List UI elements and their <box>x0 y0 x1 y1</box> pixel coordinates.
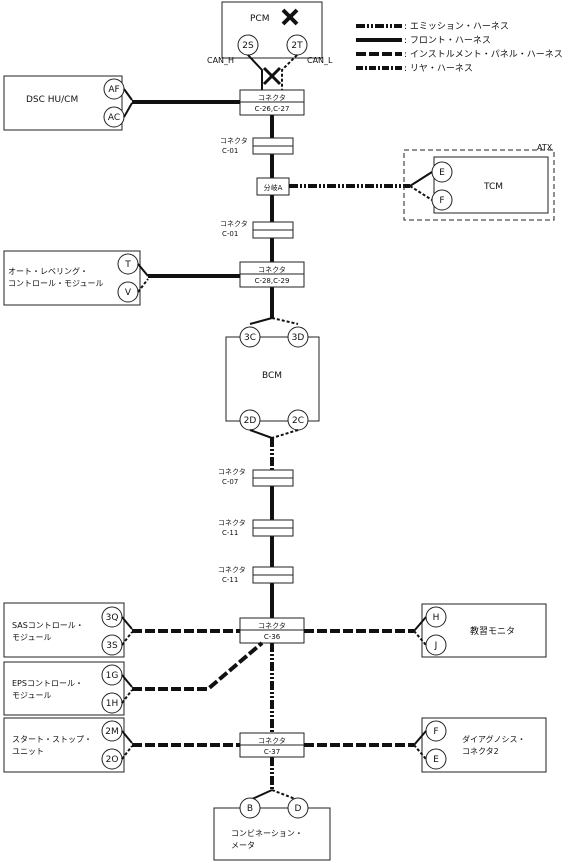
dlc-pin-e-label: E <box>433 755 439 765</box>
dsc-hu-cm-label: DSC HU/CM <box>26 95 78 105</box>
pcm-pin-2t-label: 2T <box>291 41 303 51</box>
bcm-pin-2d-label: 2D <box>244 416 257 426</box>
pcm-pin-2s-label: 2S <box>242 41 254 51</box>
connector-c07-title: コネクタ <box>218 467 246 476</box>
dlc-pin-e <box>425 748 447 770</box>
sas-label-line2: モジュール <box>12 633 51 642</box>
dsc-pin-af-label: AF <box>108 85 119 95</box>
pcm-open-circuit-x-icon <box>262 66 282 86</box>
legend: : エミッション・ハーネス : フロント・ハーネス : インストルメント・パネル… <box>356 21 563 74</box>
meter-pin-d-label: D <box>295 804 302 814</box>
eps-wire <box>132 641 264 691</box>
education-monitor-label: 教習モニタ <box>470 625 515 637</box>
connector-c01b-code: C-01 <box>222 230 238 238</box>
dlc-pin-f-label: F <box>433 727 438 737</box>
auto-leveling-pin-t-label: T <box>124 260 131 270</box>
bcm-pin-3c <box>239 326 261 348</box>
meter-label-line1: コンビネーション・ <box>231 829 303 838</box>
connector-c28-title: コネクタ <box>258 265 286 274</box>
auto-leveling-module-box <box>3 250 141 306</box>
connector-c01a-title: コネクタ <box>220 136 248 145</box>
tcm-label: TCM <box>483 182 503 192</box>
connector-c11a-title: コネクタ <box>218 518 246 527</box>
bcm-label: BCM <box>262 371 282 381</box>
connector-c26-code: C-26,C-27 <box>255 105 290 113</box>
can-h-label: CAN_H <box>207 56 234 65</box>
eps-pin-1h-label: 1H <box>106 699 119 709</box>
meter-label-line2: メータ <box>231 841 255 850</box>
dsc-hu-cm-box <box>3 75 123 131</box>
bcm-box <box>225 336 320 422</box>
sas-pin-3q-label: 3Q <box>106 613 119 623</box>
legend-emission-label: : エミッション・ハーネス <box>404 21 509 32</box>
branch-a-label: 分岐A <box>264 183 283 192</box>
pcm-label: PCM <box>250 14 269 24</box>
tcm-pin-f-label: F <box>439 196 444 206</box>
connector-c11a-code: C-11 <box>222 529 238 537</box>
connector-c01b-title: コネクタ <box>220 219 248 228</box>
start-stop-label-line1: スタート・ストップ・ <box>12 735 92 744</box>
start-stop-label-line2: ユニット <box>12 747 44 756</box>
connector-c36-code: C-36 <box>264 633 281 641</box>
bcm-pin-3c-label: 3C <box>244 333 256 343</box>
ss-pin-2m-label: 2M <box>105 727 119 737</box>
edu-pin-h-label: H <box>433 613 440 623</box>
legend-front-label: : フロント・ハーネス <box>404 35 491 46</box>
meter-pin-b <box>239 797 261 819</box>
diagnostic-label-line1: ダイアグノシス・ <box>462 734 525 744</box>
tcm-pin-e-label: E <box>439 168 445 178</box>
can-l-label: CAN_L <box>307 56 333 65</box>
meter-pin-b-label: B <box>247 804 253 814</box>
diagnostic-label-line2: コネクタ2 <box>462 747 499 756</box>
connector-c26-title: コネクタ <box>258 93 286 102</box>
bcm-pin-3d-label: 3D <box>292 333 305 343</box>
legend-rear-label: : リヤ・ハーネス <box>404 63 473 74</box>
eps-label-line1: EPSコントロール・ <box>12 679 83 688</box>
tcm-box <box>433 156 549 214</box>
edu-pin-j <box>425 634 447 656</box>
auto-leveling-label-line2: コントロール・モジュール <box>8 279 103 288</box>
pcm-can-l-wire <box>281 54 298 90</box>
legend-instrument-label: : インストルメント・パネル・ハーネス <box>404 49 563 60</box>
pcm-box <box>221 1 323 59</box>
ss-pin-2o-label: 2O <box>106 755 119 765</box>
pcm-fault-x-icon <box>281 8 299 26</box>
connector-c07-code: C-07 <box>222 478 238 486</box>
connector-c37-code: C-37 <box>264 748 280 756</box>
sas-label-line1: SASコントロール・ <box>12 621 84 630</box>
atx-label: ATX <box>537 143 553 152</box>
bcm-pin-2c-label: 2C <box>292 416 304 426</box>
connector-c11b-title: コネクタ <box>218 565 246 574</box>
eps-label-line2: モジュール <box>12 691 51 700</box>
connector-c36-title: コネクタ <box>258 621 286 630</box>
eps-pin-1g-label: 1G <box>106 671 119 681</box>
pcm-can-h-wire <box>247 54 263 90</box>
connector-c28-code: C-28,C-29 <box>255 277 290 285</box>
auto-leveling-label-line1: オート・レベリング・ <box>8 266 88 276</box>
connector-c11b-code: C-11 <box>222 576 238 584</box>
atx-dashed-box <box>403 149 555 221</box>
combination-meter-box <box>213 807 331 861</box>
connector-c37-title: コネクタ <box>258 736 286 745</box>
connector-c01a-code: C-01 <box>222 147 238 155</box>
meter-pin-d <box>287 797 309 819</box>
sas-pin-3s-label: 3S <box>106 641 118 651</box>
auto-leveling-pin-v-label: V <box>125 288 132 298</box>
dsc-pin-ac-label: AC <box>108 113 120 123</box>
bcm-pin-3d <box>287 326 309 348</box>
edu-pin-j-label: J <box>434 641 438 651</box>
